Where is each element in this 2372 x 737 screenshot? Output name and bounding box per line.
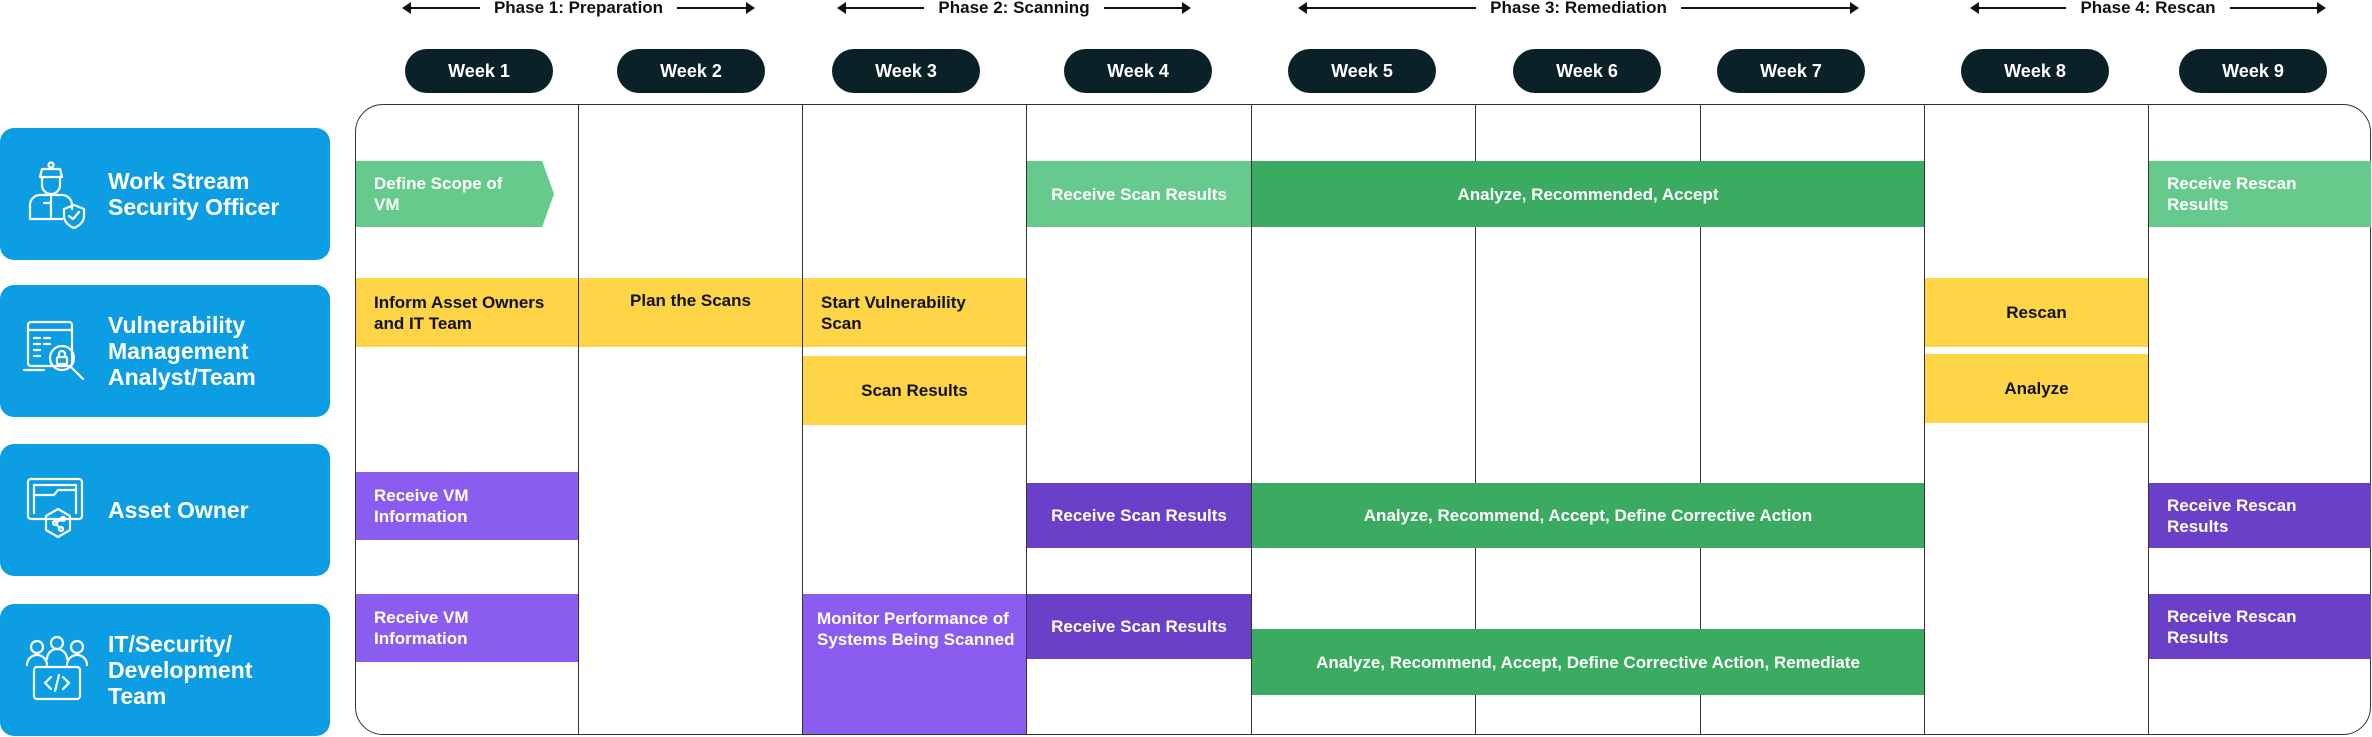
left-arrow-icon bbox=[1297, 2, 1477, 14]
task-it-receive-rescan: Receive Rescan Results bbox=[2149, 594, 2371, 659]
left-arrow-icon bbox=[836, 2, 925, 14]
role-name: Vulnerability Management Analyst/Team bbox=[108, 312, 256, 390]
task-label: Analyze, Recommend, Accept, Define Corre… bbox=[1363, 506, 1813, 525]
task-label: Plan the Scans bbox=[630, 291, 751, 310]
security-officer-icon bbox=[28, 161, 86, 230]
task-plan-scans: Plan the Scans bbox=[579, 278, 802, 347]
task-label: Receive Rescan Results bbox=[2167, 495, 2297, 536]
task-label: Receive Scan Results bbox=[1051, 617, 1227, 636]
task-owner-receive-vm: Receive VM Information bbox=[356, 472, 578, 540]
week-divider bbox=[2148, 104, 2149, 735]
week-6-pill: Week 6 bbox=[1513, 49, 1661, 93]
role-vulnerability-analyst: Vulnerability Management Analyst/Team bbox=[0, 285, 330, 417]
week-divider bbox=[1026, 104, 1027, 735]
task-it-receive-scan: Receive Scan Results bbox=[1027, 594, 1251, 659]
week-2-pill: Week 2 bbox=[617, 49, 765, 93]
phase-2-header: Phase 2: Scanning bbox=[836, 0, 1192, 17]
role-name: Asset Owner bbox=[108, 497, 249, 523]
week-1-pill: Week 1 bbox=[405, 49, 553, 93]
task-owner-receive-rescan: Receive Rescan Results bbox=[2149, 483, 2371, 548]
task-label: Receive Scan Results bbox=[1051, 506, 1227, 525]
right-arrow-icon bbox=[677, 2, 755, 14]
week-divider bbox=[802, 104, 803, 735]
right-arrow-icon bbox=[1103, 2, 1192, 14]
left-arrow-icon bbox=[1969, 2, 2067, 14]
right-arrow-icon bbox=[2229, 2, 2327, 14]
week-divider bbox=[1924, 104, 1925, 735]
phase-label: Phase 1: Preparation bbox=[493, 0, 664, 17]
task-inform-owners: Inform Asset Owners and IT Team bbox=[356, 278, 578, 347]
role-name: Work Stream Security Officer bbox=[108, 168, 280, 220]
right-arrow-icon bbox=[1680, 2, 1860, 14]
week-divider bbox=[1251, 104, 1252, 735]
week-4-pill: Week 4 bbox=[1064, 49, 1212, 93]
task-label: Scan Results bbox=[861, 381, 968, 400]
asset-owner-icon bbox=[26, 477, 84, 539]
task-rescan: Rescan bbox=[1925, 278, 2148, 347]
week-divider bbox=[578, 104, 579, 735]
week-5-pill: Week 5 bbox=[1288, 49, 1436, 93]
task-start-scan: Start Vulnerability Scan bbox=[803, 278, 1026, 347]
task-label: Analyze, Recommend, Accept, Define Corre… bbox=[1316, 652, 1860, 672]
task-owner-analyze: Analyze, Recommend, Accept, Define Corre… bbox=[1252, 483, 1924, 548]
task-label: Define Scope of VM bbox=[374, 174, 503, 214]
phase-3-header: Phase 3: Remediation bbox=[1297, 0, 1860, 17]
phase-label: Phase 4: Rescan bbox=[2080, 0, 2216, 17]
left-arrow-icon bbox=[402, 2, 480, 14]
phase-label: Phase 2: Scanning bbox=[938, 0, 1090, 17]
task-officer-receive-rescan: Receive Rescan Results bbox=[2149, 161, 2371, 227]
task-officer-receive-scan: Receive Scan Results bbox=[1027, 161, 1251, 227]
task-monitor-performance: Monitor Performance of Systems Being Sca… bbox=[803, 594, 1026, 734]
vulnerability-analyst-icon bbox=[22, 320, 85, 381]
task-it-analyze: Analyze, Recommend, Accept, Define Corre… bbox=[1252, 629, 1924, 695]
role-name: IT/Security/ Development Team bbox=[108, 631, 253, 709]
task-label: Receive Rescan Results bbox=[2167, 174, 2297, 214]
task-it-receive-vm: Receive VM Information bbox=[356, 594, 578, 662]
task-label: Receive VM Information bbox=[374, 486, 469, 526]
task-define-scope: Define Scope of VM bbox=[356, 161, 554, 227]
task-label: Receive Scan Results bbox=[1051, 184, 1227, 204]
phase-label: Phase 3: Remediation bbox=[1490, 0, 1667, 17]
phase-4-header: Phase 4: Rescan bbox=[1969, 0, 2327, 17]
timeline-grid bbox=[355, 104, 2371, 735]
task-scan-results: Scan Results bbox=[803, 356, 1026, 425]
week-divider bbox=[1475, 104, 1476, 735]
task-label: Start Vulnerability Scan bbox=[821, 292, 966, 333]
week-8-pill: Week 8 bbox=[1961, 49, 2109, 93]
role-it-team: IT/Security/ Development Team bbox=[0, 604, 330, 736]
task-label: Analyze bbox=[2004, 379, 2069, 398]
task-label: Receive VM Information bbox=[374, 608, 469, 648]
task-officer-analyze: Analyze, Recommended, Accept bbox=[1252, 161, 1924, 227]
task-analyst-analyze: Analyze bbox=[1925, 354, 2148, 423]
role-security-officer: Work Stream Security Officer bbox=[0, 128, 330, 260]
week-9-pill: Week 9 bbox=[2179, 49, 2327, 93]
task-owner-receive-scan: Receive Scan Results bbox=[1027, 483, 1251, 548]
task-label: Receive Rescan Results bbox=[2167, 606, 2297, 647]
role-asset-owner: Asset Owner bbox=[0, 444, 330, 576]
task-label: Analyze, Recommended, Accept bbox=[1457, 184, 1719, 204]
week-3-pill: Week 3 bbox=[832, 49, 980, 93]
week-divider bbox=[1700, 104, 1701, 735]
it-team-icon bbox=[25, 635, 89, 701]
phase-1-header: Phase 1: Preparation bbox=[402, 0, 755, 17]
task-label: Rescan bbox=[2006, 303, 2067, 322]
task-label: Monitor Performance of Systems Being Sca… bbox=[817, 609, 1015, 649]
task-label: Inform Asset Owners and IT Team bbox=[374, 292, 545, 333]
week-7-pill: Week 7 bbox=[1717, 49, 1865, 93]
